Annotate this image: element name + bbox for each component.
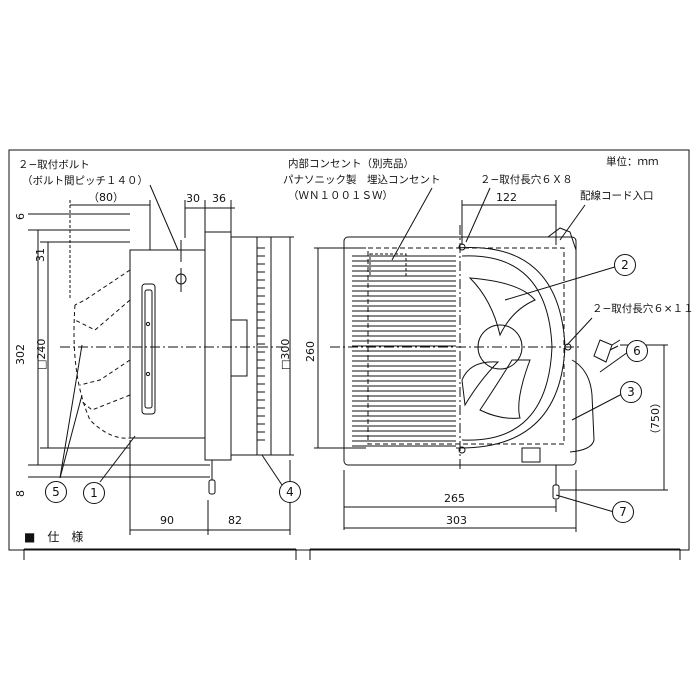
- callout-3: 3: [620, 381, 642, 403]
- dim-30: 30: [186, 192, 200, 205]
- side-handle: [141, 283, 156, 415]
- dim-6: 6: [14, 213, 27, 220]
- dim-265: 265: [444, 492, 465, 505]
- dim-90: 90: [160, 514, 174, 527]
- dim-80: （80）: [88, 191, 124, 204]
- side-panel: [230, 236, 258, 456]
- dim-240: □240: [35, 338, 48, 370]
- front-view: [314, 187, 668, 532]
- note-bolt-title: ２−取付ボルト: [18, 159, 90, 171]
- spec-title: ■ 仕 様: [24, 530, 84, 544]
- unit-label: 単位：ｍｍ: [606, 156, 659, 168]
- dim-750: （750）: [649, 397, 662, 440]
- side-louver-teeth: [257, 236, 272, 456]
- dim-300: □300: [279, 338, 292, 370]
- note-cord-entry: 配線コード入口: [580, 190, 654, 202]
- callout-7: 7: [612, 501, 634, 523]
- dim-31: 31: [34, 248, 47, 262]
- note-side-holes: ２−取付長穴６×１１: [592, 303, 694, 315]
- fan-blades: [461, 277, 536, 419]
- callout-1: 1: [83, 482, 105, 504]
- dim-260: 260: [304, 341, 317, 362]
- dim-82: 82: [228, 514, 242, 527]
- dim-302: 302: [14, 344, 27, 365]
- dim-303: 303: [446, 514, 467, 527]
- callout-6: 6: [626, 340, 648, 362]
- callout-5: 5: [45, 481, 67, 503]
- side-housing: [129, 249, 206, 439]
- dim-122: 122: [496, 191, 517, 204]
- dim-36: 36: [212, 192, 226, 205]
- side-wall-flange: [204, 231, 232, 461]
- callout-4: 4: [279, 481, 301, 503]
- note-slot-holes: ２−取付長穴６Ｘ８: [480, 174, 573, 186]
- side-view: [28, 184, 294, 535]
- note-outlet-title: 内部コンセント（別売品）: [288, 158, 414, 170]
- dim-8: 8: [14, 490, 27, 497]
- callout-2: 2: [614, 254, 636, 276]
- front-louvers: [352, 255, 456, 447]
- note-bolt-pitch: （ボルト間ピッチ１４０）: [22, 175, 148, 187]
- note-outlet-model: （ＷＮ１００１ＳＷ）: [288, 190, 393, 202]
- note-outlet-maker: パナソニック製 埋込コンセント: [283, 174, 441, 186]
